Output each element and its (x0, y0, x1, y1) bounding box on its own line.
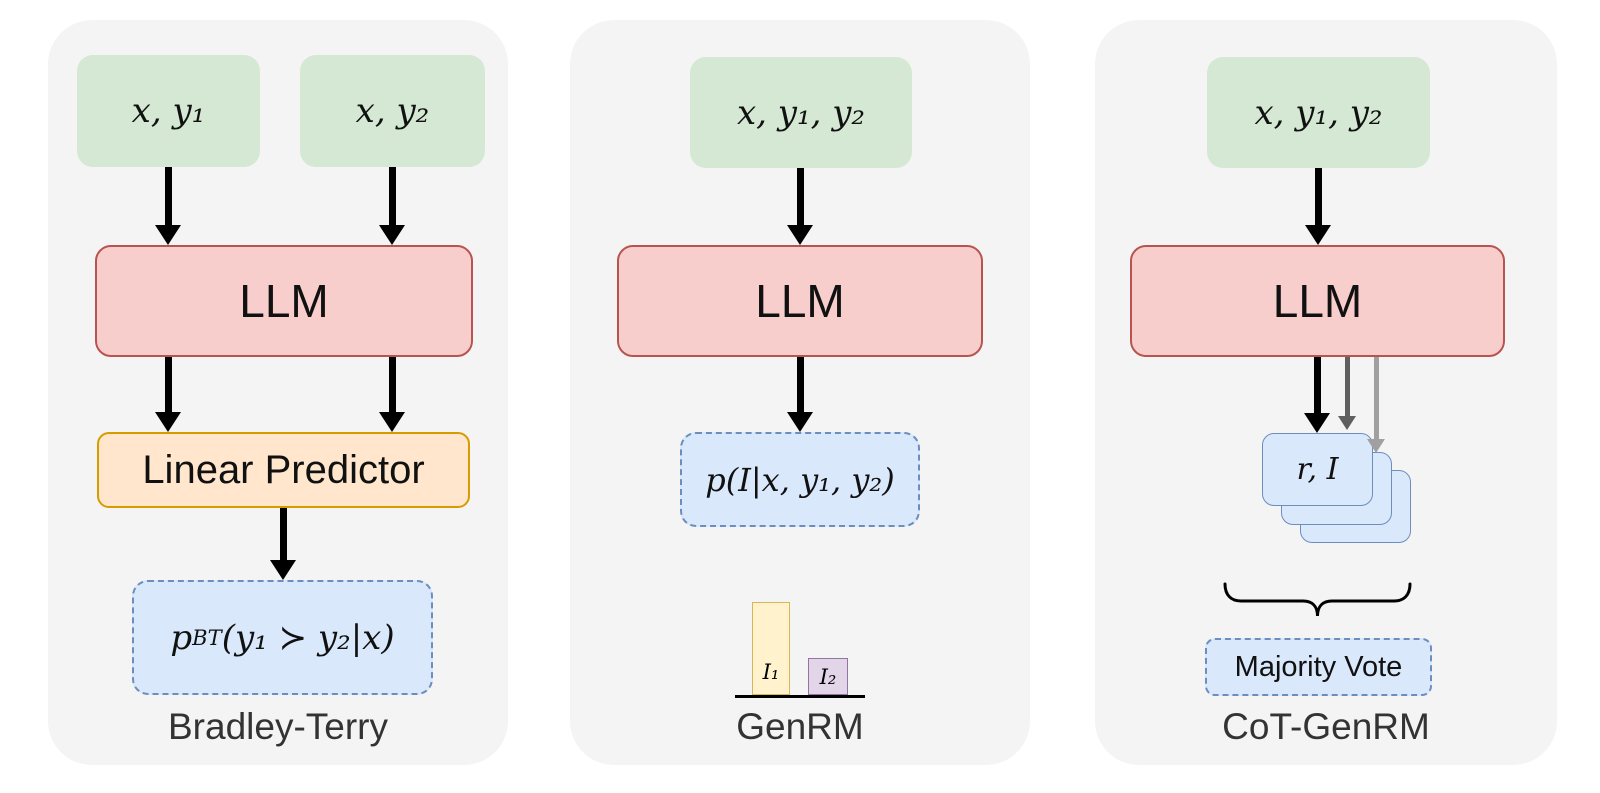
arrow-head (1305, 225, 1331, 245)
arrow-head (155, 412, 181, 432)
bt-output-args: (y₁ ≻ y₂|x) (221, 617, 395, 658)
arrow-input2-to-llm (379, 167, 405, 245)
input-box-x-y1-y2: x, y₁, y₂ (1207, 57, 1430, 168)
majority-vote-box: Majority Vote (1205, 638, 1432, 696)
arrow-shaft (388, 357, 396, 412)
arrow-shaft (796, 357, 804, 412)
arrow-head (379, 225, 405, 245)
probability-bar-i2: I₂ (808, 658, 848, 695)
bar-label-i1: I₁ (762, 660, 780, 684)
arrow-llm-to-predictor-1 (155, 357, 181, 432)
arrow-head (1304, 413, 1330, 433)
underbrace (1223, 582, 1412, 617)
input-box-x-y1-y2: x, y₁, y₂ (690, 57, 912, 168)
arrow-llm-to-samples-black (1304, 357, 1330, 433)
arrow-shaft (279, 508, 287, 560)
panel-label-genrm: GenRM (736, 706, 864, 747)
panel-label-cot-genrm: CoT-GenRM (1222, 706, 1430, 747)
arrow-input-to-llm (787, 168, 813, 245)
arrow-shaft (796, 168, 804, 225)
arrow-llm-to-predictor-2 (379, 357, 405, 432)
probability-bar-i1: I₁ (752, 602, 790, 695)
arrow-head (787, 412, 813, 432)
arrow-shaft (1344, 357, 1350, 416)
arrow-shaft (164, 357, 172, 412)
arrow-head (270, 560, 296, 580)
input-box-x-y1: x, y₁ (77, 55, 260, 167)
llm-box: LLM (1130, 245, 1505, 357)
arrow-shaft (1314, 168, 1322, 225)
arrow-head (1367, 439, 1385, 453)
bar-label-i2: I₂ (819, 664, 837, 689)
arrow-head (1338, 416, 1356, 430)
arrow-head (787, 225, 813, 245)
arrow-head (379, 412, 405, 432)
bt-output-var: p (170, 617, 193, 658)
bar-chart-baseline (735, 695, 865, 698)
arrow-shaft (388, 167, 396, 225)
input-box-x-y2: x, y₂ (300, 55, 485, 167)
arrow-llm-to-samples-gray-dark (1338, 357, 1356, 430)
linear-predictor-box: Linear Predictor (97, 432, 470, 508)
panel-label-bradley-terry: Bradley-Terry (168, 706, 388, 747)
arrow-shaft (164, 167, 172, 225)
llm-box: LLM (617, 245, 983, 357)
arrow-input-to-llm (1305, 168, 1331, 245)
arrow-input1-to-llm (155, 167, 181, 245)
arrow-head (155, 225, 181, 245)
bt-output-subscript: BT (192, 625, 222, 650)
panel-cot-genrm: x, y₁, y₂ LLM r, I Majority Vote CoT-Gen… (1095, 20, 1557, 765)
arrow-llm-to-output (787, 357, 813, 432)
arrow-llm-to-samples-gray-light (1367, 357, 1385, 453)
sample-card-front: r, I (1262, 433, 1373, 506)
arrow-shaft (1313, 357, 1321, 413)
genrm-output-box: p(I|x, y₁, y₂) (680, 432, 920, 527)
llm-box: LLM (95, 245, 473, 357)
arrow-predictor-to-output (270, 508, 296, 580)
panel-genrm: x, y₁, y₂ LLM p(I|x, y₁, y₂) I₁ I₂ GenRM (570, 20, 1030, 765)
arrow-shaft (1373, 357, 1379, 439)
